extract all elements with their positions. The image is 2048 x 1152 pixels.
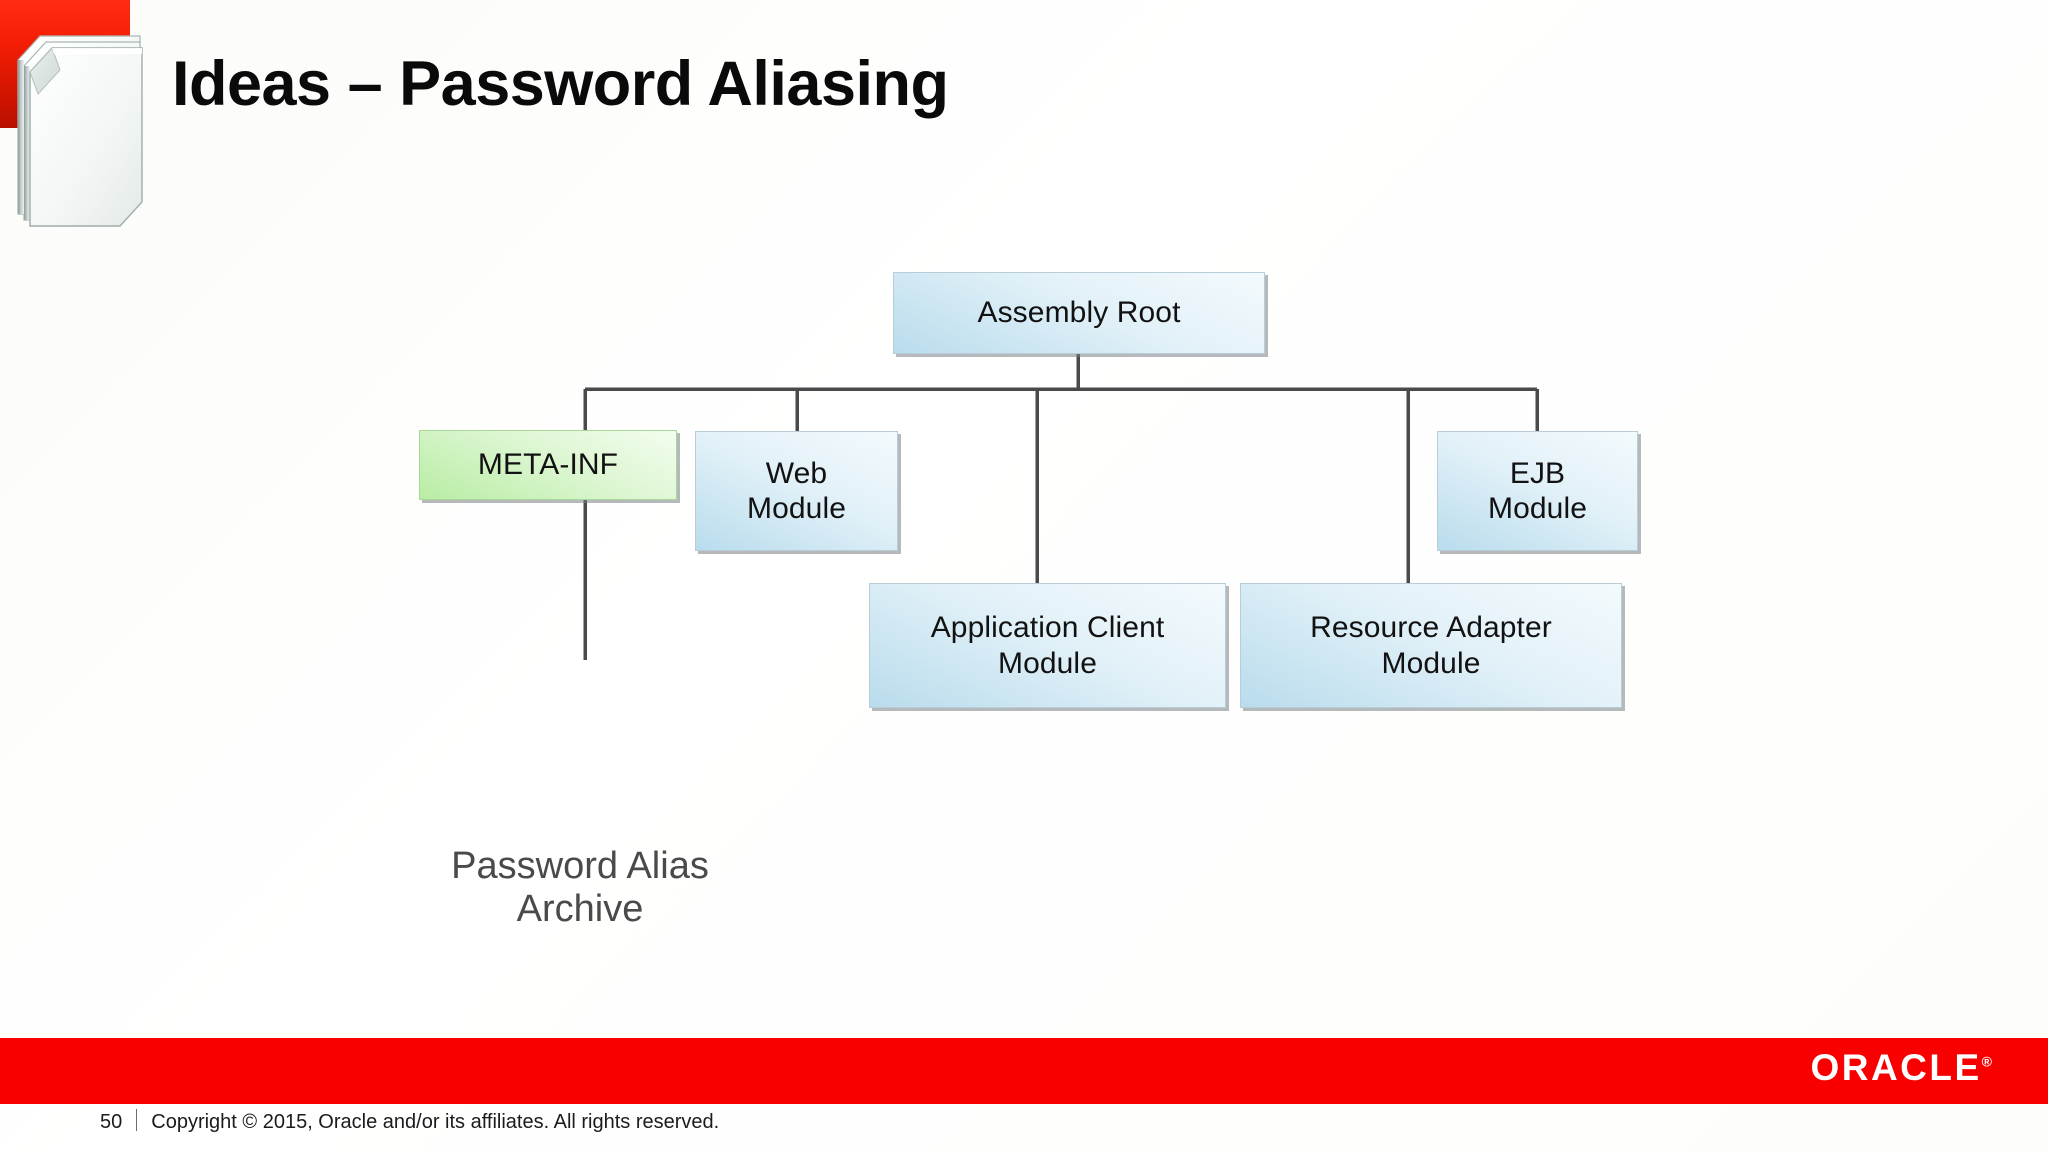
node-resource-adapter-module[interactable]: Resource Adapter Module — [1240, 583, 1622, 708]
document-stack-icon — [17, 35, 143, 227]
node-resource-adapter-module-label: Resource Adapter Module — [1304, 610, 1558, 681]
footer-divider — [136, 1109, 138, 1131]
page-number: 50 — [100, 1111, 123, 1133]
oracle-logo: ORACLE® — [1810, 1047, 1992, 1089]
archive-caption-line1: Password Alias — [451, 845, 709, 887]
node-web-module-line1: Web — [765, 456, 828, 490]
node-ejb-module-label: EJB Module — [1482, 456, 1593, 527]
node-app-client-module-line1: Application Client — [930, 611, 1165, 645]
archive-caption: Password Alias Archive — [400, 845, 760, 930]
node-web-module-line2: Module — [747, 492, 846, 525]
node-resource-adapter-module-line2: Module — [1381, 646, 1481, 680]
node-web-module-label: Web Module — [741, 456, 852, 527]
node-ejb-module[interactable]: EJB Module — [1437, 431, 1638, 551]
footer-bar — [0, 1038, 2048, 1104]
copyright-text: Copyright © 2015, Oracle and/or its affi… — [151, 1111, 720, 1133]
page-title: Ideas – Password Aliasing — [172, 49, 949, 119]
node-app-client-module-line2: Module — [997, 646, 1097, 680]
connector-lines — [583, 354, 1539, 660]
node-assembly-root-label: Assembly Root — [977, 296, 1181, 330]
oracle-logo-text: ORACLE — [1810, 1047, 1982, 1088]
node-app-client-module[interactable]: Application Client Module — [869, 583, 1226, 708]
footer-text: 50 Copyright © 2015, Oracle and/or its a… — [100, 1106, 719, 1134]
archive-caption-line2: Archive — [516, 887, 644, 930]
node-ejb-module-line1: EJB — [1509, 456, 1566, 490]
node-meta-inf[interactable]: META-INF — [419, 430, 677, 500]
node-app-client-module-label: Application Client Module — [925, 610, 1171, 681]
node-ejb-module-line2: Module — [1488, 492, 1587, 525]
architecture-diagram: Password Alias Archive Assembly Root MET… — [17, 35, 1638, 930]
node-web-module[interactable]: Web Module — [695, 431, 898, 551]
node-resource-adapter-module-line1: Resource Adapter — [1310, 611, 1552, 645]
node-assembly-root[interactable]: Assembly Root — [893, 272, 1265, 354]
oracle-logo-trademark: ® — [1981, 1053, 1992, 1070]
node-meta-inf-label: META-INF — [477, 448, 619, 482]
